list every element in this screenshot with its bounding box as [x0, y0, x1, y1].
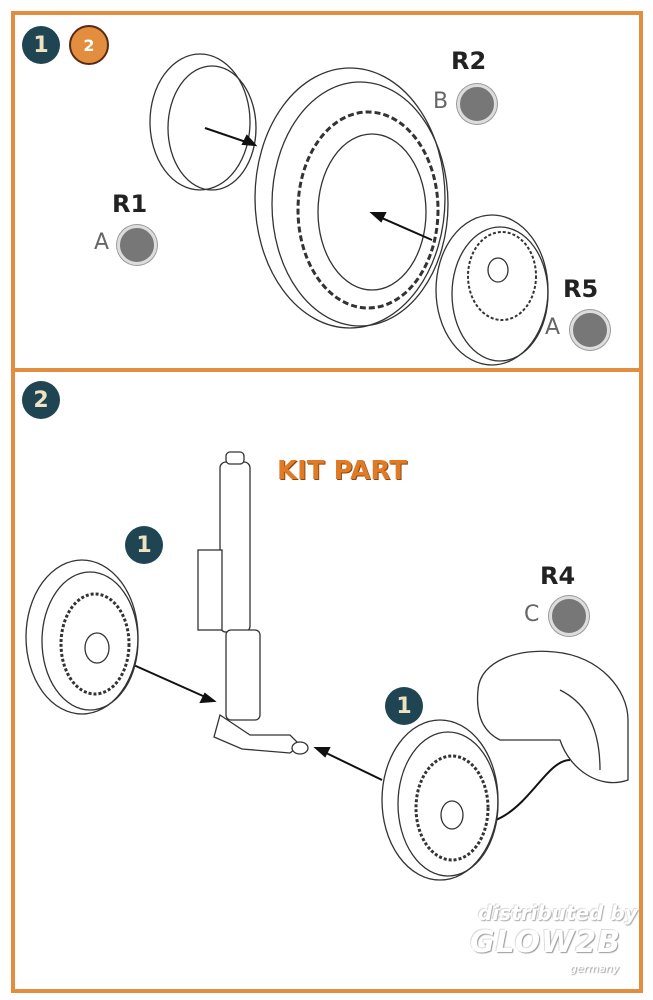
- step-1-badge: 1: [22, 26, 60, 64]
- part-ref-r4: R4: [540, 562, 576, 590]
- paintbrush-icon: [549, 596, 589, 636]
- sub-step-badge: 1: [125, 526, 163, 564]
- repeat-count-badge: 2: [69, 25, 109, 65]
- paint-code-r1: A: [94, 230, 110, 255]
- tyre-cap-drawing: [149, 53, 257, 191]
- instruction-frame: [11, 11, 643, 993]
- paint-code-r2: B: [433, 89, 449, 114]
- watermark-text: distributed by: [478, 901, 638, 925]
- sub-step-badge: 1: [385, 687, 423, 725]
- paint-code-r5: A: [545, 315, 561, 340]
- landing-strut-drawing: [197, 451, 309, 755]
- watermark-subtext: germany: [570, 962, 620, 975]
- part-ref-r1: R1: [112, 190, 148, 218]
- wheel-left-drawing: [25, 559, 139, 715]
- paintbrush-icon: [457, 84, 497, 124]
- part-ref-r5: R5: [563, 275, 599, 303]
- hub-drawing: [435, 214, 549, 366]
- wheel-fender-drawing: [476, 650, 629, 784]
- paintbrush-icon: [570, 310, 610, 350]
- tyre-drawing: [254, 67, 449, 329]
- paintbrush-icon: [117, 225, 157, 265]
- wheel-right-drawing: [381, 719, 499, 881]
- part-ref-r2: R2: [451, 47, 487, 75]
- watermark-logo: GLOW2B: [470, 925, 622, 960]
- kit-part-label: KIT PART: [277, 456, 407, 486]
- step-divider: [11, 368, 643, 372]
- paint-code-r4: C: [524, 602, 540, 627]
- step-2-badge: 2: [22, 381, 60, 419]
